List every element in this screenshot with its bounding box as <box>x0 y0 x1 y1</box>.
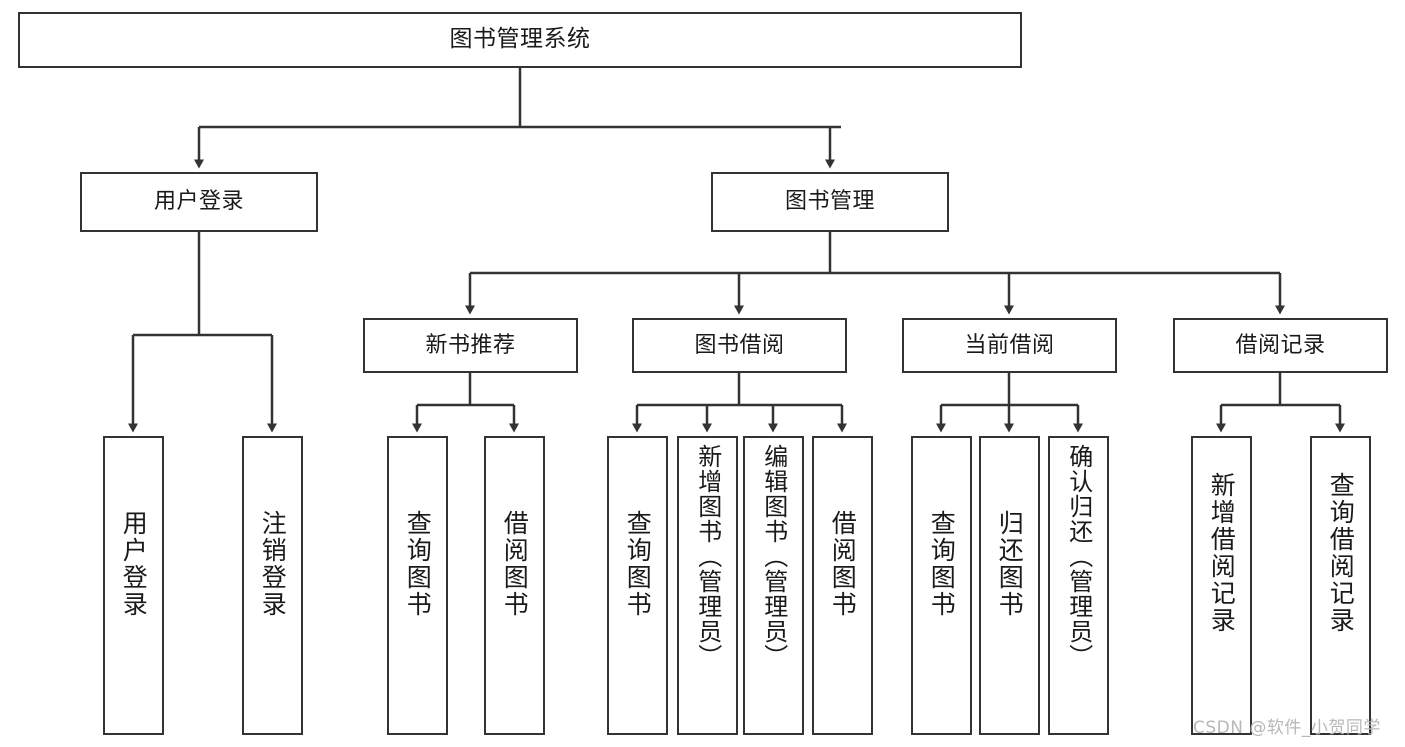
leaf-add-book-admin[interactable]: 新增图书（管理员） <box>677 436 738 735</box>
leaf-edit-book-admin[interactable]: 编辑图书（管理员） <box>743 436 804 735</box>
node-label: 图书借阅 <box>694 332 785 358</box>
node-root-book-management-system[interactable]: 图书管理系统 <box>18 12 1022 68</box>
leaf-borrow-book-new[interactable]: 借阅图书 <box>484 436 545 735</box>
node-book-management[interactable]: 图书管理 <box>711 172 949 232</box>
node-label: 编辑图书（管理员） <box>759 444 788 669</box>
leaf-confirm-return-admin[interactable]: 确认归还（管理员） <box>1048 436 1109 735</box>
node-label: 图书管理 <box>784 189 875 215</box>
node-label: 借阅图书 <box>500 510 530 618</box>
node-label: 查询图书 <box>623 510 653 618</box>
node-label: 借阅图书 <box>828 510 858 618</box>
node-user-login[interactable]: 用户登录 <box>80 172 318 232</box>
node-current-borrow[interactable]: 当前借阅 <box>902 318 1117 373</box>
leaf-query-book-borrow[interactable]: 查询图书 <box>607 436 668 735</box>
node-label: 当前借阅 <box>964 332 1055 358</box>
leaf-borrow-book-borrow[interactable]: 借阅图书 <box>812 436 873 735</box>
leaf-user-login[interactable]: 用户登录 <box>103 436 164 735</box>
leaf-query-book-current[interactable]: 查询图书 <box>911 436 972 735</box>
csdn-watermark: CSDN @软件_小贺同学 <box>1193 718 1381 738</box>
node-label: 新书推荐 <box>425 332 516 358</box>
node-label: 用户登录 <box>119 510 149 618</box>
node-label: 查询图书 <box>403 510 433 618</box>
node-label: 图书管理系统 <box>449 26 591 53</box>
leaf-return-book[interactable]: 归还图书 <box>979 436 1040 735</box>
node-book-borrow[interactable]: 图书借阅 <box>632 318 847 373</box>
leaf-add-borrow-record[interactable]: 新增借阅记录 <box>1191 436 1252 735</box>
node-label: 确认归还（管理员） <box>1064 444 1093 669</box>
leaf-query-book-new[interactable]: 查询图书 <box>387 436 448 735</box>
node-label: 借阅记录 <box>1235 332 1326 358</box>
node-label: 注销登录 <box>258 510 288 618</box>
node-label: 归还图书 <box>995 510 1025 618</box>
node-new-book-recommend[interactable]: 新书推荐 <box>363 318 578 373</box>
node-label: 新增图书（管理员） <box>693 444 722 669</box>
node-label: 查询借阅记录 <box>1326 472 1356 634</box>
node-label: 新增借阅记录 <box>1207 472 1237 634</box>
leaf-logout[interactable]: 注销登录 <box>242 436 303 735</box>
node-label: 用户登录 <box>153 189 244 215</box>
node-label: 查询图书 <box>927 510 957 618</box>
leaf-query-borrow-record[interactable]: 查询借阅记录 <box>1310 436 1371 735</box>
node-borrow-record[interactable]: 借阅记录 <box>1173 318 1388 373</box>
